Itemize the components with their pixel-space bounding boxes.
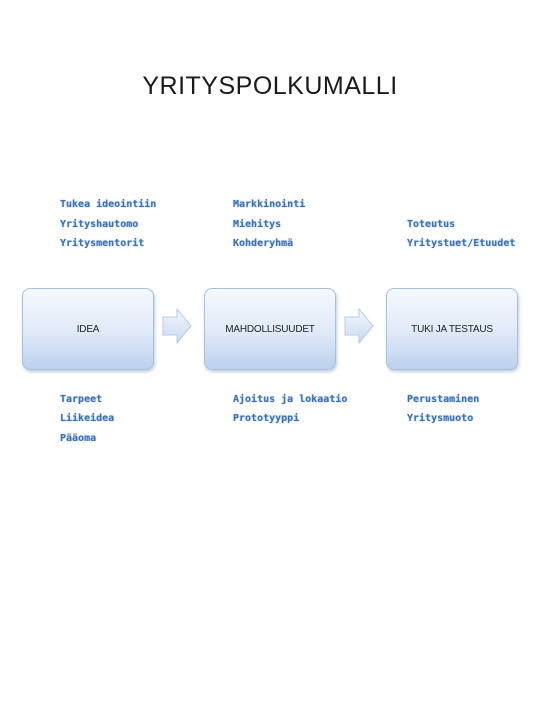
top-label-toteutus: Toteutus xyxy=(407,219,456,230)
stage-label-idea: IDEA xyxy=(76,323,100,335)
bottom-label-prototyyppi: Prototyyppi xyxy=(233,413,300,424)
stage-box-tuki-ja-testaus: TUKI JA TESTAUS xyxy=(386,288,518,370)
stage-box-idea: IDEA xyxy=(22,288,154,370)
top-label-miehitys: Miehitys xyxy=(233,219,282,230)
bottom-label-yritysmuoto: Yritysmuoto xyxy=(407,413,474,424)
top-label-tukea-ideointiin: Tukea ideointiin xyxy=(60,199,157,210)
stage-label-mahdollisuudet: MAHDOLLISUUDET xyxy=(225,323,315,335)
page-title: YRITYSPOLKUMALLI xyxy=(142,72,398,100)
bottom-label-ajoitus: Ajoitus ja lokaatio xyxy=(233,394,348,405)
right-arrow-icon xyxy=(162,308,192,344)
bottom-label-liikeidea: Liikeidea xyxy=(60,413,115,424)
stage-box-mahdollisuudet: MAHDOLLISUUDET xyxy=(204,288,336,370)
top-label-yritysmentorit: Yritysmentorit xyxy=(60,238,145,249)
bottom-label-paaoma: Pääoma xyxy=(60,433,97,444)
top-label-kohderyhma: Kohderyhmä xyxy=(233,238,294,249)
stage-label-tuki-ja-testaus: TUKI JA TESTAUS xyxy=(411,323,493,335)
top-label-yritystuet: Yritystuet/Etuudet xyxy=(407,238,516,249)
bottom-label-perustaminen: Perustaminen xyxy=(407,394,480,405)
top-label-markkinointi: Markkinointi xyxy=(233,199,306,210)
bottom-label-tarpeet: Tarpeet xyxy=(60,394,103,405)
right-arrow-icon xyxy=(344,308,374,344)
top-label-yrityshautomo: Yrityshautomo xyxy=(60,219,139,230)
